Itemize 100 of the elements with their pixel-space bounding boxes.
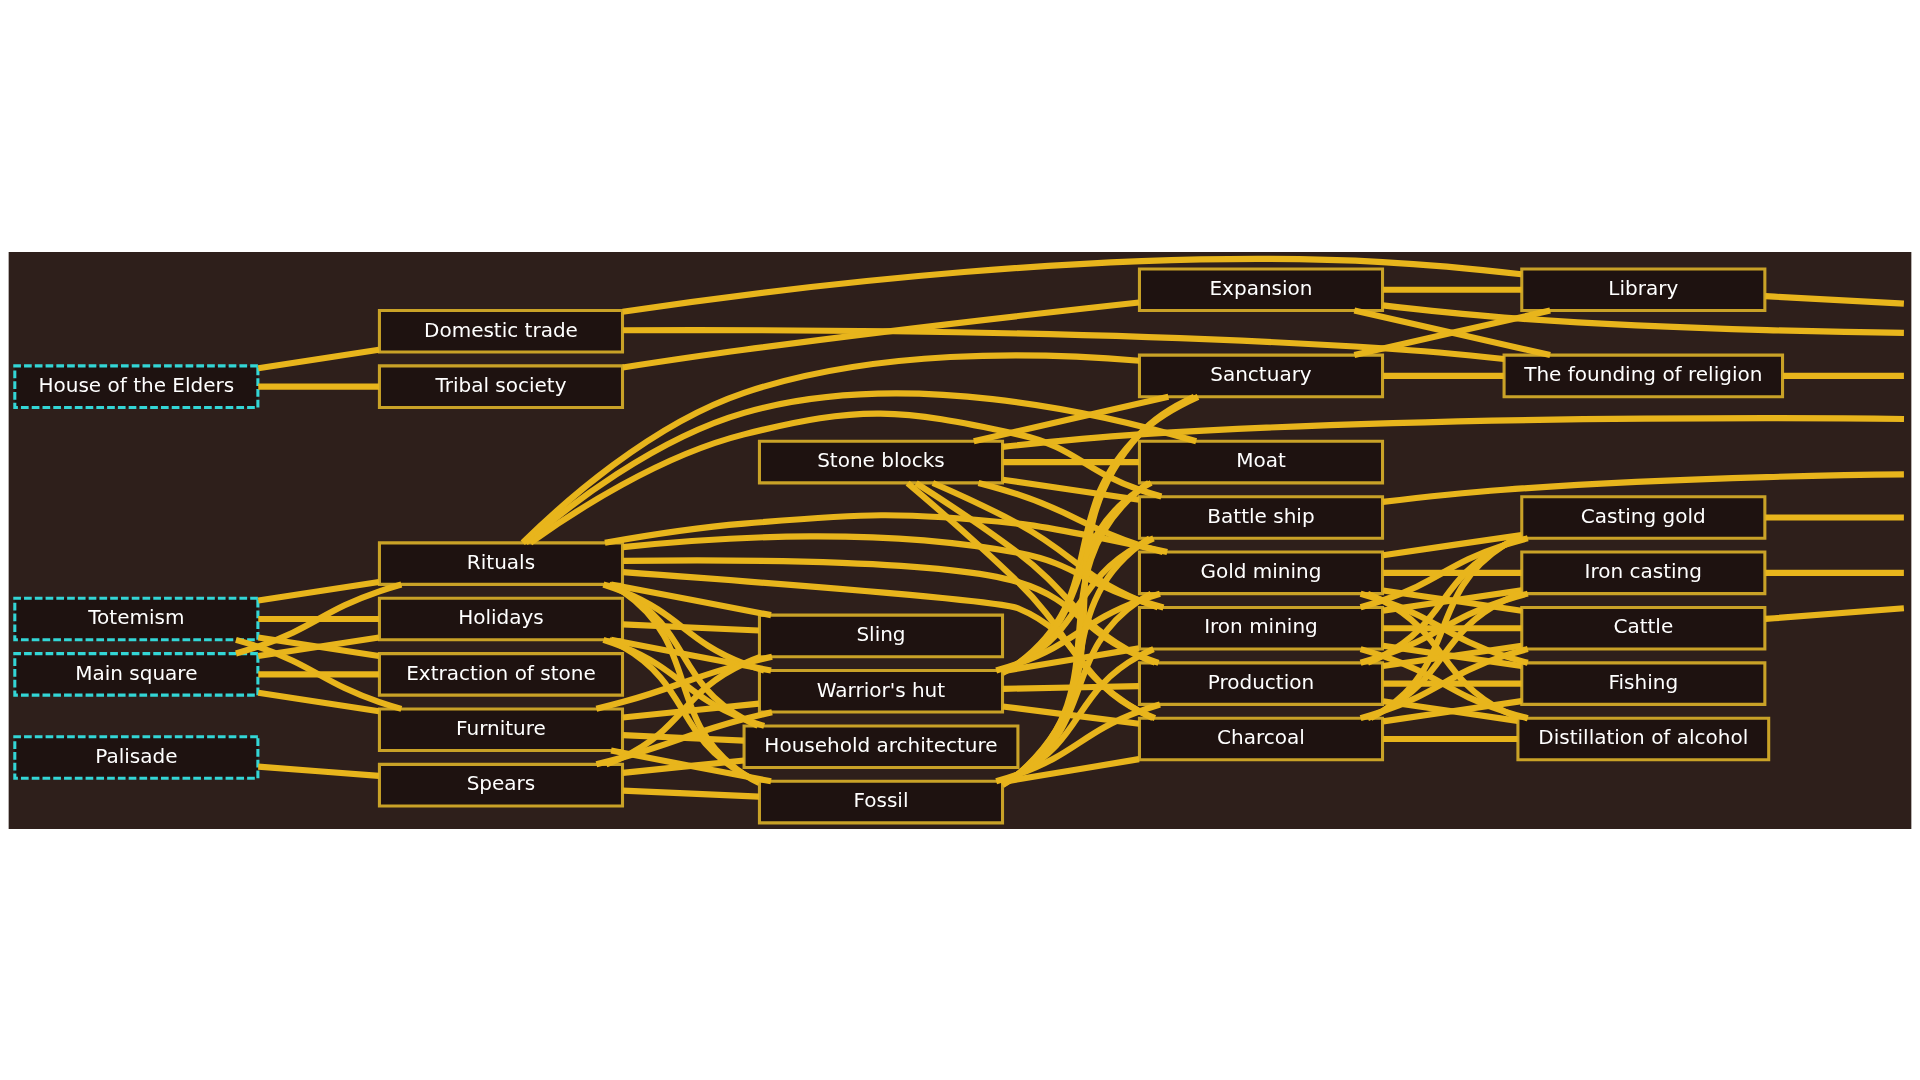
node-box: Gold mining	[1137, 550, 1385, 595]
connector	[605, 653, 763, 767]
connector	[610, 580, 772, 618]
connector	[622, 700, 760, 721]
connector	[1359, 590, 1529, 666]
connector	[257, 578, 380, 604]
connector	[1001, 535, 1152, 787]
connector	[1382, 470, 1904, 505]
node-box: Sling	[757, 613, 1005, 658]
connector	[528, 410, 1163, 545]
connector	[995, 701, 1161, 784]
connector	[1382, 642, 1522, 669]
connector	[1383, 624, 1522, 631]
node-box: Iron casting	[1520, 550, 1767, 595]
connector	[610, 747, 772, 784]
connector	[622, 556, 1160, 666]
connector	[995, 590, 1161, 673]
node-box: Holidays	[377, 596, 625, 641]
connector	[622, 731, 745, 744]
connector	[1382, 586, 1522, 614]
connector	[258, 670, 379, 677]
connector	[622, 255, 1522, 315]
node-box: Stone blocks	[757, 439, 1005, 484]
connector	[1782, 372, 1904, 379]
connector	[520, 351, 1140, 545]
node-box: Totemism	[13, 596, 260, 641]
connector	[914, 480, 1157, 666]
connector	[622, 568, 1157, 721]
connector	[610, 636, 772, 674]
connector	[931, 479, 1159, 610]
node-box: Moat	[1137, 439, 1385, 484]
node-box: Main square	[13, 651, 260, 697]
connector	[1359, 534, 1529, 610]
connector	[235, 636, 403, 712]
connector	[523, 390, 1198, 545]
node-box: Iron mining	[1137, 605, 1385, 651]
connector	[1353, 307, 1551, 358]
node-box: Cattle	[1520, 605, 1767, 651]
connector	[1765, 604, 1905, 622]
connector	[235, 581, 403, 656]
node-box: Production	[1137, 660, 1385, 706]
connector	[257, 346, 380, 371]
connector	[1001, 645, 1155, 784]
connector	[1002, 414, 1905, 450]
connector	[1369, 532, 1523, 721]
connector	[622, 620, 760, 634]
connector	[1002, 476, 1140, 503]
node-box: Tribal society	[377, 363, 625, 409]
connector	[1765, 569, 1904, 576]
connector	[604, 511, 1168, 555]
connector	[1002, 682, 1140, 692]
node-box: Sanctuary	[1137, 353, 1385, 398]
node-box: Palisade	[13, 734, 260, 780]
connector	[905, 480, 1155, 721]
connector	[257, 633, 380, 659]
connector	[622, 299, 1140, 370]
node-box: Warrior's hut	[757, 668, 1005, 714]
node-box: Household architecture	[742, 723, 1020, 769]
node-box: Expansion	[1137, 266, 1385, 312]
connector	[1002, 702, 1140, 727]
connector	[1001, 479, 1151, 787]
connector	[1382, 531, 1522, 558]
connector	[1359, 645, 1529, 721]
node-box: The founding of religion	[1502, 353, 1785, 398]
node-box: Domestic trade	[377, 308, 625, 354]
connector	[1383, 735, 1518, 742]
node-box: Library	[1520, 266, 1767, 312]
connector	[973, 393, 1170, 444]
connector	[1383, 286, 1522, 293]
connector	[602, 581, 766, 673]
connector	[1383, 569, 1522, 576]
node-box: Charcoal	[1137, 716, 1385, 761]
connector	[1383, 680, 1522, 687]
connector	[258, 763, 380, 779]
node-box: Rituals	[377, 540, 625, 586]
connector	[1765, 292, 1905, 307]
connector	[1001, 393, 1200, 676]
connector	[258, 615, 379, 622]
node-box: Spears	[377, 762, 625, 807]
connector	[257, 689, 380, 714]
connector	[622, 532, 1165, 610]
connector	[1001, 393, 1196, 788]
node-box: Fishing	[1520, 660, 1767, 706]
node-box: Furniture	[377, 706, 625, 752]
node-box: Extraction of stone	[377, 651, 625, 697]
connector	[1382, 301, 1904, 336]
connector	[602, 636, 766, 729]
connector	[1765, 513, 1904, 521]
connector	[1001, 590, 1153, 786]
node-box: Battle ship	[1137, 494, 1385, 540]
connector	[595, 708, 773, 767]
node-box: House of the Elders	[13, 363, 260, 409]
connector	[622, 756, 745, 776]
connector	[1383, 372, 1504, 379]
connector	[622, 786, 760, 800]
connector	[1002, 458, 1139, 465]
connector	[622, 326, 1505, 362]
connector	[607, 581, 759, 728]
connector	[258, 383, 379, 390]
node-box: Distillation of alcohol	[1516, 716, 1771, 761]
